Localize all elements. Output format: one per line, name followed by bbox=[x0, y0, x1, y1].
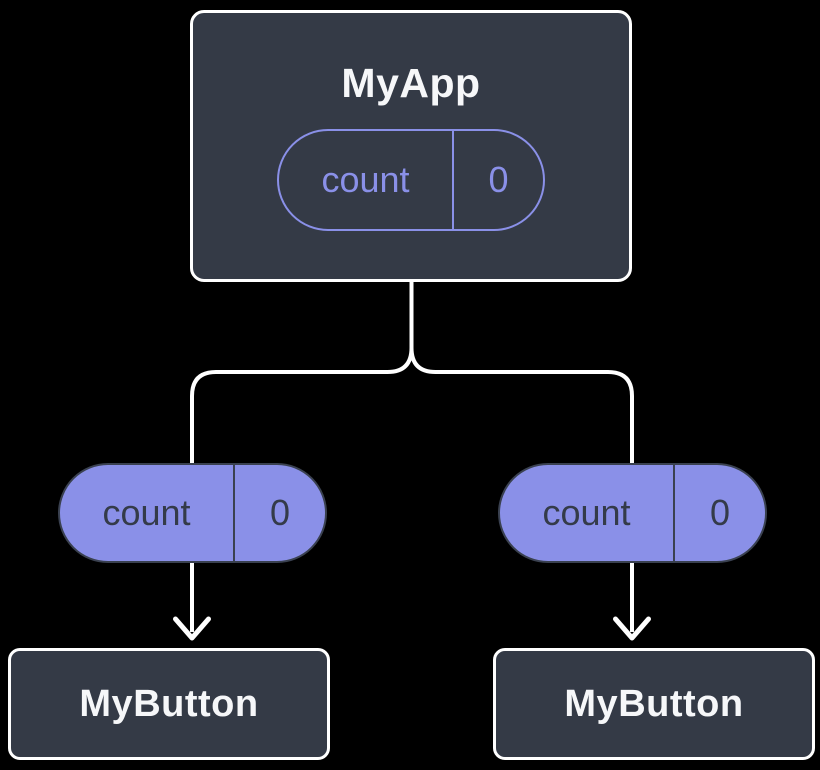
connector-left-branch bbox=[190, 280, 414, 464]
prop-name: count bbox=[102, 492, 191, 533]
state-pill: count 0 bbox=[277, 129, 545, 231]
state-pill-divider bbox=[452, 131, 454, 229]
prop-pill-divider bbox=[233, 465, 235, 561]
prop-name: count bbox=[542, 492, 631, 533]
arrow-left-head-icon bbox=[173, 616, 211, 641]
child-component-title: MyButton bbox=[564, 682, 744, 725]
prop-pill-left: count 0 bbox=[58, 463, 327, 563]
state-value: 0 bbox=[488, 159, 509, 200]
prop-value: 0 bbox=[269, 492, 291, 533]
prop-value: 0 bbox=[709, 492, 731, 533]
connector-right-branch bbox=[409, 280, 634, 464]
root-component-box: MyApp count 0 bbox=[190, 10, 632, 282]
arrow-right-head-icon bbox=[613, 616, 651, 641]
child-component-title: MyButton bbox=[79, 682, 259, 725]
prop-pill-right: count 0 bbox=[498, 463, 767, 563]
state-name: count bbox=[321, 159, 410, 200]
root-component-title: MyApp bbox=[341, 60, 481, 106]
prop-pill-divider bbox=[673, 465, 675, 561]
child-component-box-left: MyButton bbox=[8, 648, 330, 760]
child-component-box-right: MyButton bbox=[493, 648, 815, 760]
